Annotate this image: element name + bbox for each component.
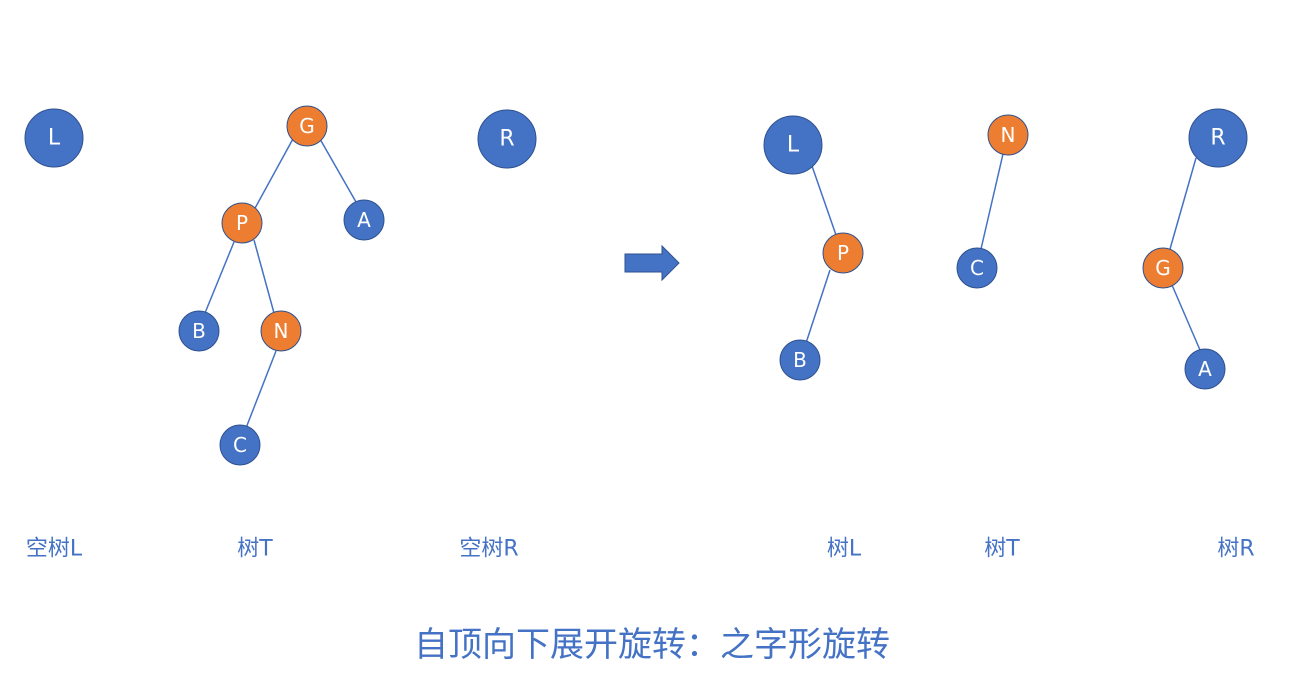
- before-middle-tree-caption: 树T: [237, 537, 273, 562]
- after-left-tree: L P B: [763, 115, 864, 381]
- before-node-C-label: C: [233, 433, 247, 457]
- before-edge-G-P: [253, 136, 295, 211]
- before-node-L-label: L: [48, 126, 61, 151]
- before-node-G: [286, 105, 328, 147]
- after-node-P: [822, 232, 864, 274]
- before-left-tree: L: [24, 108, 84, 168]
- before-node-A: [343, 199, 385, 241]
- before-edge-N-C: [245, 350, 277, 429]
- before-edge-P-N: [253, 239, 275, 314]
- after-edge-N-C: [980, 153, 1004, 250]
- after-edge-G-A: [1171, 284, 1201, 351]
- after-node-N-label: N: [1001, 123, 1016, 147]
- after-middle-tree-caption: 树T: [984, 537, 1020, 562]
- after-node-L-label: L: [787, 133, 800, 158]
- before-node-C: [219, 424, 261, 466]
- after-node-C-label: C: [970, 256, 984, 280]
- after-node-G-label: G: [1155, 256, 1171, 280]
- after-node-R: [1188, 108, 1248, 168]
- after-node-A: [1184, 348, 1226, 390]
- before-node-P: [221, 202, 263, 244]
- after-edge-P-B: [805, 269, 831, 344]
- before-node-N-label: N: [274, 319, 289, 343]
- diagram-title: 自顶向下展开旋转：之字形旋转: [414, 625, 890, 665]
- before-node-B-label: B: [192, 319, 206, 343]
- before-node-A-label: A: [357, 208, 371, 232]
- transform-arrow-icon: [624, 244, 680, 282]
- after-node-N: [987, 114, 1029, 156]
- after-right-tree-caption: 树R: [1217, 537, 1254, 562]
- before-node-R: [477, 109, 537, 169]
- after-node-C: [956, 247, 998, 289]
- after-node-B: [779, 339, 821, 381]
- after-left-tree-caption: 树L: [827, 537, 862, 562]
- before-left-tree-caption: 空树L: [26, 537, 83, 562]
- after-node-P-label: P: [837, 241, 849, 265]
- after-middle-tree: N C: [956, 114, 1029, 289]
- before-right-tree: R: [477, 109, 537, 169]
- after-edge-L-P: [811, 165, 837, 236]
- before-node-G-label: G: [299, 114, 315, 138]
- before-node-L: [24, 108, 84, 168]
- before-edge-P-B: [204, 241, 235, 314]
- after-node-B-label: B: [793, 348, 807, 372]
- before-edge-G-A: [319, 138, 357, 203]
- before-node-R-label: R: [499, 127, 514, 152]
- after-node-A-label: A: [1198, 357, 1212, 381]
- after-node-R-label: R: [1210, 126, 1225, 151]
- before-node-P-label: P: [236, 211, 248, 235]
- before-node-N: [260, 310, 302, 352]
- after-node-G: [1142, 247, 1184, 289]
- before-middle-tree: G P A B N C: [178, 105, 385, 466]
- before-node-B: [178, 310, 220, 352]
- before-right-tree-caption: 空树R: [459, 537, 518, 562]
- after-edge-R-G: [1169, 157, 1197, 250]
- after-right-tree: R G A: [1142, 108, 1248, 390]
- after-node-L: [763, 115, 823, 175]
